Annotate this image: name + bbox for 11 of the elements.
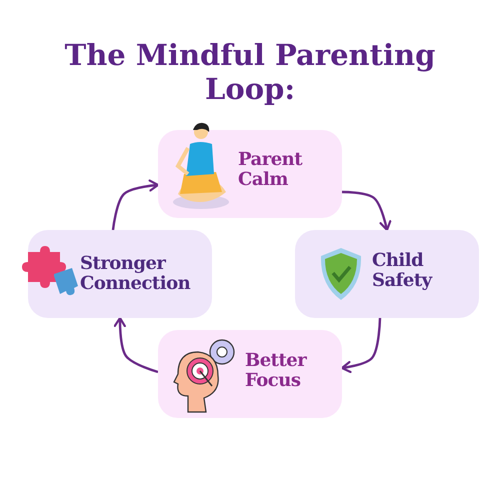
- node-label: Child Safety: [372, 251, 434, 291]
- node-label: Parent Calm: [238, 150, 304, 190]
- rounded-box: [295, 230, 479, 318]
- node-label: Stronger Connection: [80, 254, 192, 294]
- title: The Mindful Parenting Loop:: [64, 38, 436, 106]
- curved-arrow: [112, 180, 160, 230]
- node-label: Better Focus: [245, 351, 308, 391]
- rounded-box: [158, 330, 342, 418]
- curved-arrow: [340, 318, 382, 374]
- curved-arrow: [114, 316, 158, 374]
- curved-arrow: [342, 190, 392, 232]
